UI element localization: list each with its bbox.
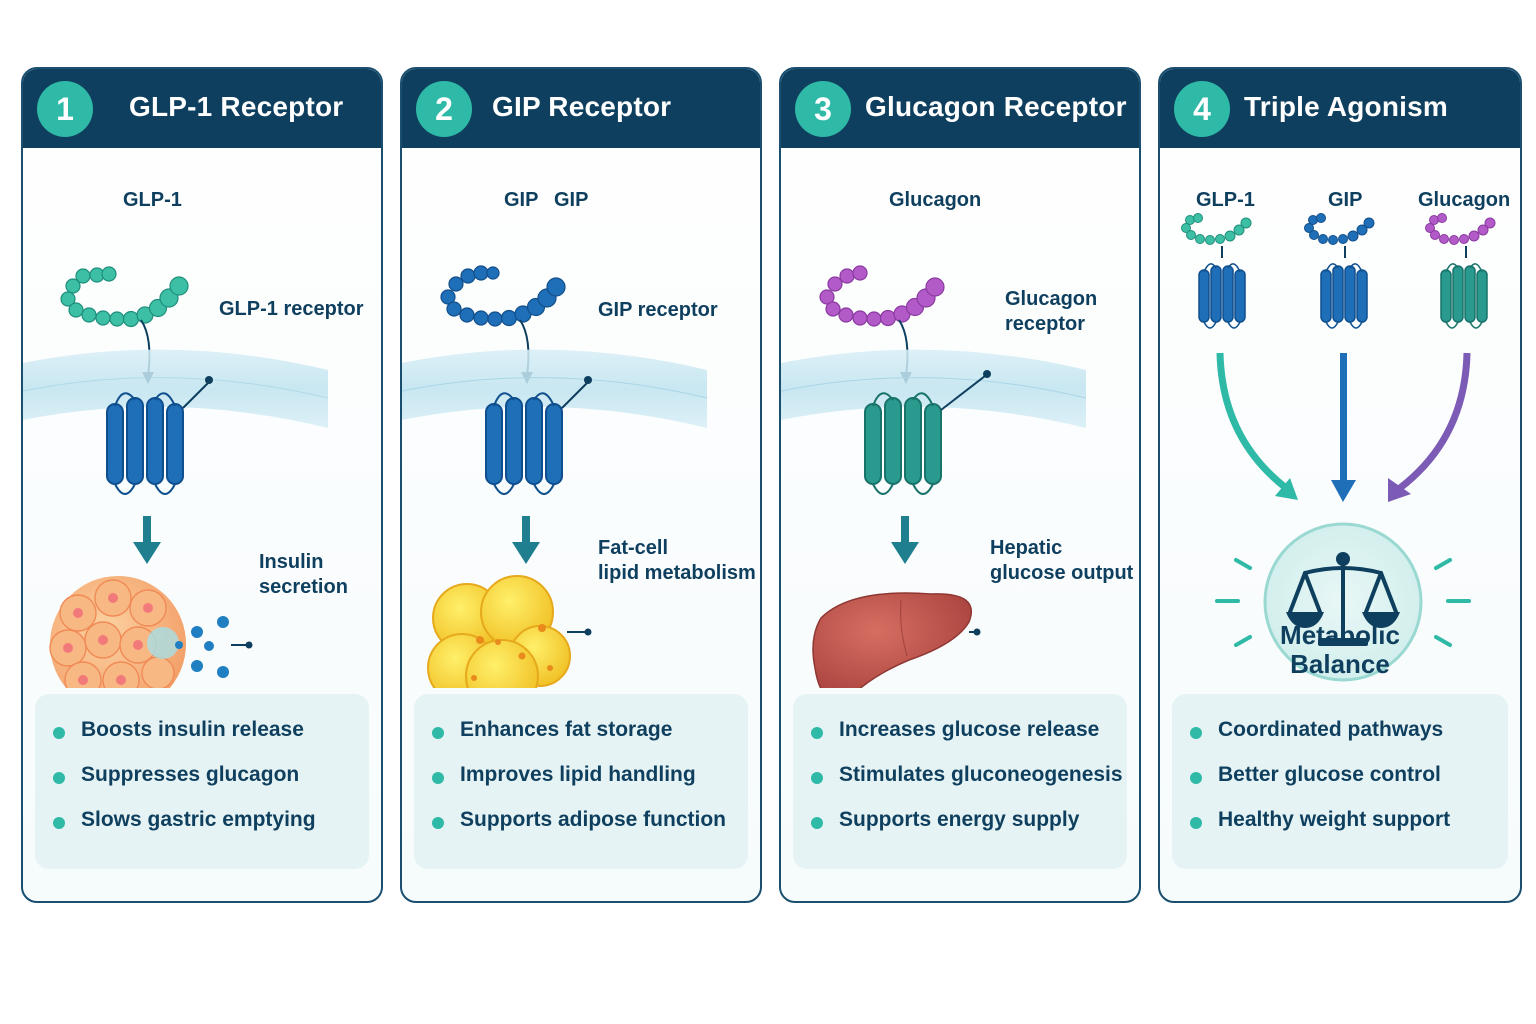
- benefit-list: Boosts insulin release Suppresses glucag…: [53, 718, 316, 853]
- panel-header: 2 GIP Receptor: [402, 69, 760, 148]
- ligand-label-gip: GIP: [1328, 189, 1363, 211]
- insulin-granules-icon: [175, 616, 229, 678]
- arrow-icon: [1397, 352, 1471, 491]
- receptor-label: Glucagon receptor: [1005, 288, 1098, 335]
- panel-glucagon-receptor: 3 Glucagon Receptor: [779, 67, 1141, 903]
- triple-agonism-illustration: [1181, 213, 1496, 682]
- panel-gip-receptor: 2 GIP Receptor: [400, 67, 762, 903]
- panel-triple-agonism: 4 Triple Agonism: [1158, 67, 1522, 903]
- list-item: Enhances fat storage: [432, 718, 726, 763]
- step-number-badge: 1: [37, 81, 93, 137]
- cell-membrane: [781, 349, 1086, 428]
- glp1-pathway-illustration: [23, 266, 329, 688]
- ligand-label-glucagon: Glucagon: [1418, 189, 1511, 211]
- gpcr-receptor-icon: [106, 392, 184, 495]
- list-item: Increases glucose release: [811, 718, 1123, 763]
- list-item: Slows gastric emptying: [53, 808, 316, 853]
- arrow-down-icon: [133, 516, 161, 564]
- cell-membrane: [402, 349, 707, 428]
- panel-title: GIP Receptor: [492, 91, 672, 122]
- gpcr-receptor-icon: [485, 392, 563, 495]
- arrow-down-icon: [512, 516, 540, 564]
- panel-title: GLP-1 Receptor: [129, 91, 344, 122]
- balance-scale-icon: [1288, 552, 1398, 642]
- peptide-chain-icon: [60, 266, 189, 328]
- benefit-box: Boosts insulin release Suppresses glucag…: [35, 694, 369, 869]
- list-item: Coordinated pathways: [1190, 718, 1450, 763]
- benefit-box: Coordinated pathways Better glucose cont…: [1172, 694, 1508, 869]
- benefit-box: Enhances fat storage Improves lipid hand…: [414, 694, 748, 869]
- outcome-label: Fat-cell lipid metabolism: [598, 537, 756, 584]
- list-item: Improves lipid handling: [432, 763, 726, 808]
- arrow-icon: [1216, 352, 1289, 491]
- outcome-label: Insulin secretion: [259, 551, 348, 598]
- list-item: Healthy weight support: [1190, 808, 1450, 853]
- outcome-label: Hepatic glucose output: [990, 537, 1134, 584]
- pancreatic-islet-icon: [49, 576, 186, 688]
- benefit-list: Increases glucose release Stimulates glu…: [811, 718, 1123, 853]
- panel-header: 3 Glucagon Receptor: [781, 69, 1139, 148]
- list-item: Better glucose control: [1190, 763, 1450, 808]
- arrow-down-icon: [891, 516, 919, 564]
- gpcr-receptor-icon: [1320, 263, 1368, 329]
- gpcr-receptor-icon: [1440, 263, 1488, 329]
- benefit-list: Enhances fat storage Improves lipid hand…: [432, 718, 726, 853]
- ligand-label: Glucagon: [889, 189, 982, 211]
- gip-pathway-illustration: [402, 265, 708, 688]
- gpcr-receptor-icon: [1198, 263, 1246, 329]
- liver-icon: [812, 592, 973, 688]
- benefit-list: Coordinated pathways Better glucose cont…: [1190, 718, 1450, 853]
- receptor-label: GIP receptor: [598, 299, 718, 321]
- fat-cells-icon: [427, 575, 571, 688]
- list-item: Supports energy supply: [811, 808, 1123, 853]
- panel-glp1-receptor: 1 GLP-1 Receptor: [21, 67, 383, 903]
- step-number-badge: 2: [416, 81, 472, 137]
- peptide-chain-icon: [1181, 213, 1252, 245]
- glucagon-pathway-illustration: [781, 265, 1087, 688]
- step-number-badge: 4: [1174, 81, 1230, 137]
- gpcr-receptor-icon: [864, 392, 942, 495]
- ligand-label-glp1: GLP-1: [1196, 189, 1255, 211]
- peptide-chain-icon: [1425, 213, 1496, 245]
- list-item: Stimulates gluconeogenesis: [811, 763, 1123, 808]
- ligand-label: GLP-1: [123, 189, 182, 211]
- list-item: Supports adipose function: [432, 808, 726, 853]
- metabolic-balance-label: Metabolic Balance: [1280, 620, 1400, 679]
- step-number-badge: 3: [795, 81, 851, 137]
- panel-header: 1 GLP-1 Receptor: [23, 69, 381, 148]
- peptide-chain-icon: [1304, 213, 1375, 245]
- benefit-box: Increases glucose release Stimulates glu…: [793, 694, 1127, 869]
- list-item: Suppresses glucagon: [53, 763, 316, 808]
- peptide-chain-icon: [819, 265, 945, 327]
- ligand-label: GIP: [504, 189, 539, 211]
- receptor-label: GLP-1 receptor: [219, 298, 364, 320]
- ligand-label-secondary: GIP: [554, 189, 589, 211]
- panel-header: 4 Triple Agonism: [1160, 69, 1520, 148]
- panel-title: Glucagon Receptor: [865, 91, 1127, 122]
- peptide-chain-icon: [440, 265, 566, 327]
- list-item: Boosts insulin release: [53, 718, 316, 763]
- panel-title: Triple Agonism: [1244, 91, 1449, 122]
- arrow-down-icon: [1331, 353, 1356, 502]
- cell-membrane: [23, 349, 328, 428]
